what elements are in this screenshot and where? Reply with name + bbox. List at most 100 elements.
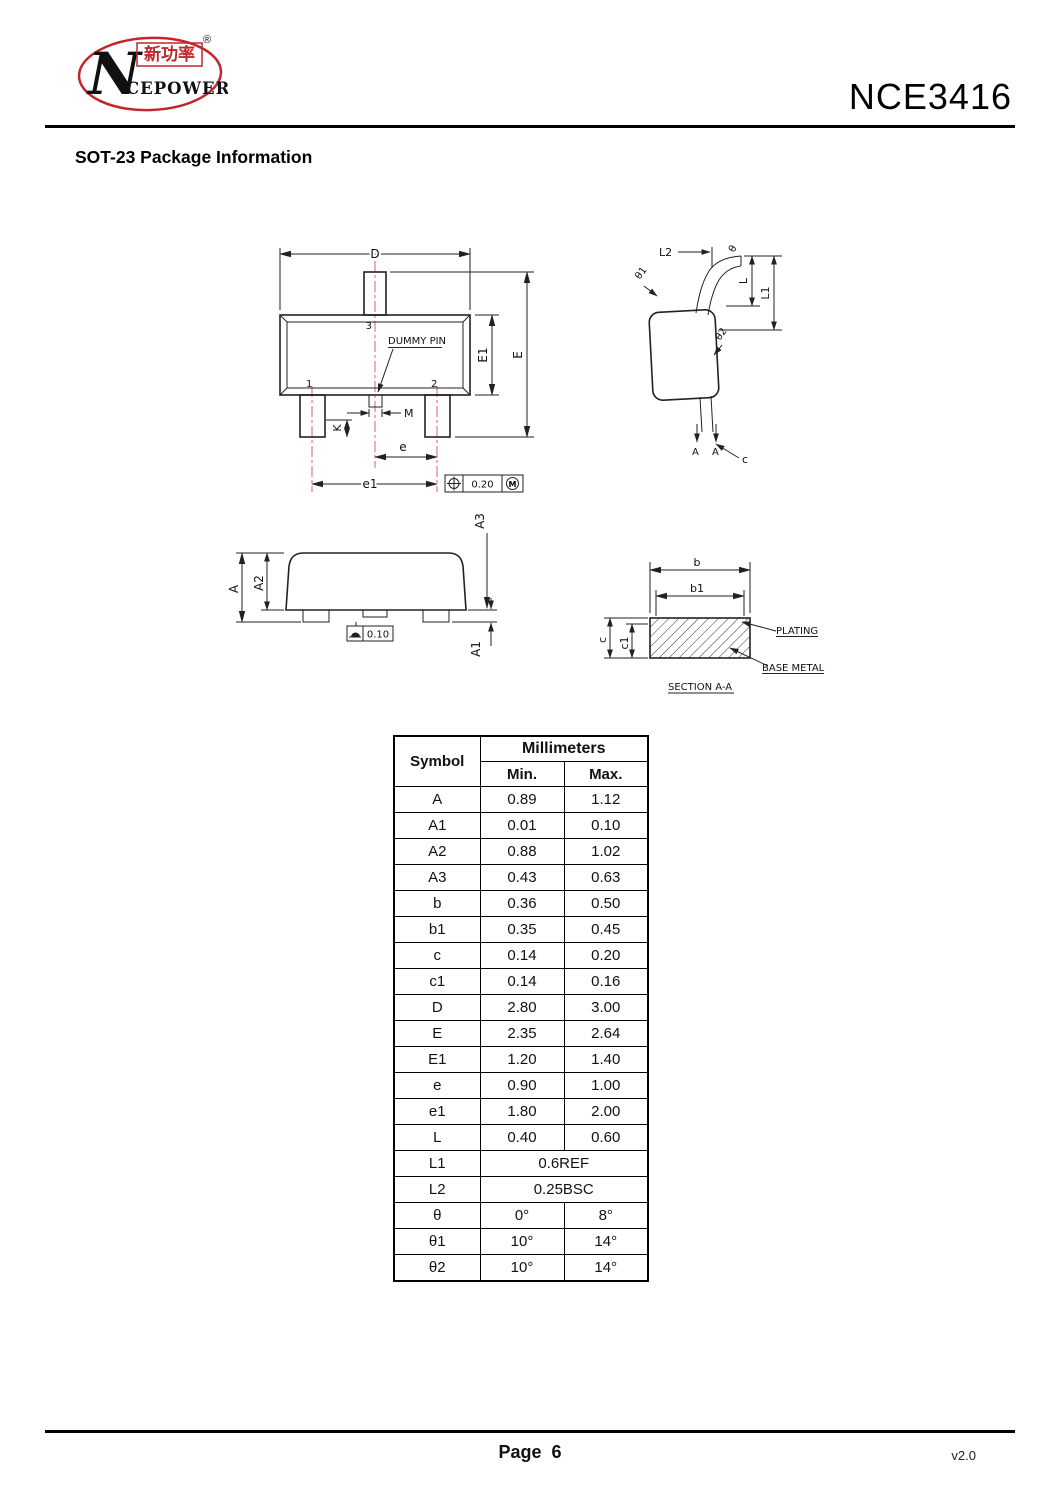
min-cell: 10° [479,1254,565,1282]
registered-mark: ® [203,34,211,46]
seating-plane-icon [351,632,360,637]
unit-header: Millimeters [479,735,649,762]
dim-label-M: M [404,407,414,420]
min-header: Min. [479,761,565,787]
side-left-foot [302,609,330,623]
span-value-cell: 0.25BSC [479,1176,649,1203]
flatness-value: 0.10 [367,630,389,641]
pin1-label: 1 [306,379,312,390]
symbol-cell: θ2 [393,1254,481,1282]
min-cell: 0° [479,1202,565,1229]
symbol-cell: c1 [393,968,481,995]
position-tolerance-frame: 0.20 M [444,474,524,493]
dim-label-b: b [694,556,701,569]
max-cell: 2.00 [563,1098,649,1125]
max-cell: 1.40 [563,1046,649,1073]
min-cell: 0.14 [479,968,565,995]
min-cell: 0.43 [479,864,565,891]
max-cell: 0.10 [563,812,649,839]
min-cell: 0.90 [479,1072,565,1099]
min-cell: 1.20 [479,1046,565,1073]
base-metal-label: BASE METAL [762,663,825,674]
symbol-cell: b1 [393,916,481,943]
pin-1 [299,394,326,438]
pin-3 [363,271,387,316]
symbol-cell: L [393,1124,481,1151]
dim-label-A1: A1 [469,641,483,657]
symbol-cell: L1 [393,1150,481,1177]
dim-label-K: K [331,424,344,432]
page-number: Page 6 [498,1442,562,1462]
max-cell: 0.20 [563,942,649,969]
max-cell: 0.60 [563,1124,649,1151]
symbol-cell: A3 [393,864,481,891]
side-center-tab [362,609,388,618]
logo-en-text: CEPOWER [126,79,228,98]
logo-ellipse [77,36,223,112]
mmc-modifier-icon [506,477,519,490]
symbol-cell: D [393,994,481,1021]
min-cell: 2.80 [479,994,565,1021]
min-cell: 1.80 [479,1098,565,1125]
max-cell: 8° [563,1202,649,1229]
min-cell: 0.35 [479,916,565,943]
max-cell: 3.00 [563,994,649,1021]
min-cell: 0.89 [479,786,565,813]
angle-label-theta: θ [727,244,740,255]
max-cell: 0.45 [563,916,649,943]
side-view-drawing: A A2 A3 A1 0.10 [227,513,497,657]
symbol-cell: c [393,942,481,969]
symbol-header: Symbol [393,735,481,787]
flatness-callout: 0.10 [346,622,394,642]
dim-label-L1: L1 [759,286,772,299]
dim-label-b1: b1 [690,582,704,595]
profile-body [648,309,720,401]
package-drawings: 3 1 2 DUMMY PIN D E1 E [227,244,825,694]
dim-label-L2: L2 [659,246,672,259]
symbol-cell: E1 [393,1046,481,1073]
logo-cn-box [136,42,203,67]
symbol-cell: θ [393,1202,481,1229]
lead-cross-section [649,617,751,659]
symbol-cell: A [393,786,481,813]
symbol-cell: E [393,1020,481,1047]
symbol-cell: A2 [393,838,481,865]
max-cell: 2.64 [563,1020,649,1047]
max-cell: 0.63 [563,864,649,891]
section-caption: SECTION A-A [668,682,732,693]
mmc-modifier-letter: M [509,480,517,489]
symbol-cell: A1 [393,812,481,839]
footer-divider [45,1430,1015,1433]
dim-label-c-section: c [596,637,609,643]
max-cell: 0.50 [563,890,649,917]
symbol-cell: θ1 [393,1228,481,1255]
dim-label-c-profile: c [742,453,748,466]
min-cell: 0.14 [479,942,565,969]
min-cell: 0.40 [479,1124,565,1151]
max-cell: 1.12 [563,786,649,813]
side-body [285,552,467,611]
max-cell: 1.00 [563,1072,649,1099]
top-view-drawing: 3 1 2 DUMMY PIN D E1 E [279,245,534,493]
min-cell: 0.36 [479,890,565,917]
max-header: Max. [563,761,649,787]
dim-label-D: D [370,247,379,261]
dummy-pin [368,394,383,408]
logo-cn-text: 新功率 [144,44,195,65]
dim-label-E1: E1 [476,347,490,362]
pin3-label: 3 [366,321,372,332]
